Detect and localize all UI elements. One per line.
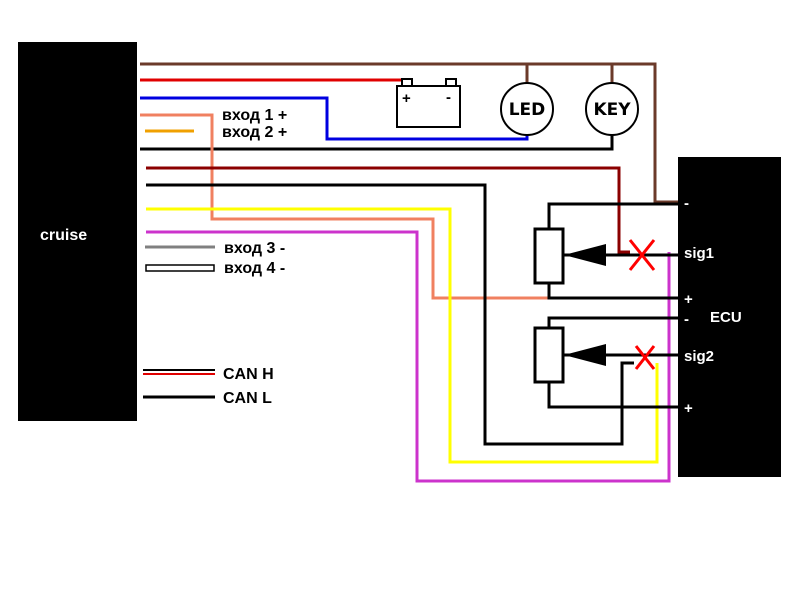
dark-red-wire	[146, 166, 630, 254]
ecu-pin-plus1: +	[684, 291, 693, 308]
can-l-label: CAN L	[223, 390, 272, 407]
input4-label: вход 4 -	[224, 260, 285, 277]
key-label: KEY	[593, 100, 631, 120]
cut-mark-sig1	[628, 239, 656, 271]
battery-minus: -	[446, 89, 451, 106]
input1-label: вход 1 +	[222, 107, 287, 124]
ecu-label: ECU	[710, 309, 742, 326]
cruise-label: cruise	[40, 227, 87, 244]
cruise-block	[18, 42, 137, 421]
ecu-pin-minus1: -	[684, 195, 689, 212]
black-wire-long	[146, 183, 634, 446]
ecu-block	[678, 157, 781, 477]
magenta-wire	[146, 230, 671, 483]
led-label: LED	[509, 100, 546, 120]
cut-mark-sig2	[634, 345, 656, 370]
input2-label: вход 2 +	[222, 124, 287, 141]
ecu-pin-minus2: -	[684, 311, 689, 328]
black-wire-key	[140, 133, 614, 151]
ecu-pin-plus2: +	[684, 400, 693, 417]
battery-plus: +	[402, 90, 411, 107]
brown-wire	[140, 62, 678, 204]
led-indicator	[500, 82, 554, 136]
input4-wire	[145, 264, 215, 272]
ecu-pin-sig1: sig1	[684, 245, 714, 262]
potentiometer-2	[533, 316, 678, 409]
salmon-wire	[210, 113, 549, 300]
key-switch	[585, 82, 639, 136]
blue-wire	[140, 96, 529, 141]
yellow-wire	[146, 207, 659, 464]
can-h-label: CAN H	[223, 366, 274, 383]
input3-label: вход 3 -	[224, 240, 285, 257]
ecu-pin-sig2: sig2	[684, 348, 714, 365]
battery-icon	[396, 78, 461, 128]
potentiometer-1	[533, 202, 678, 300]
